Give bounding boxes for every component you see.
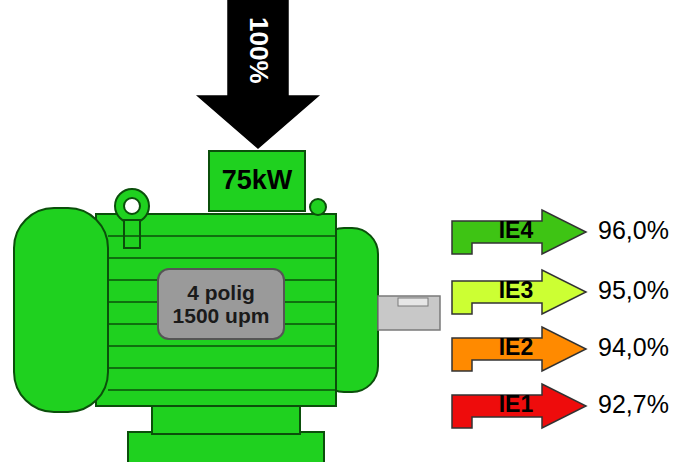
efficiency-value: 95,0% [598,276,669,305]
motor-frame [96,214,336,406]
efficiency-class-arrow-shape [452,327,586,371]
motor-body [14,189,378,462]
efficiency-class-arrow: IE3 [450,269,590,317]
terminal-box-text: 75kW [222,166,293,196]
lifting-eye [115,189,149,223]
efficiency-value: 92,7% [598,390,669,419]
efficiency-class-arrow-shape [452,270,586,314]
motor-shaft [378,296,440,330]
cooling-fins [108,236,336,390]
efficiency-class-arrow: IE2 [450,326,590,374]
boss [310,199,326,215]
efficiency-class-arrow-text: IE1 [499,392,534,417]
power-input-arrow-text: 100% [244,17,273,84]
power-input-arrow: 100% [196,0,320,150]
efficiency-class-arrow: IE4 [450,209,590,257]
fan-cover [14,208,108,412]
terminal-box: 75kW [208,150,306,212]
rating-plate-text: 4 polig 1500 upm [169,281,273,327]
motor-base [128,432,324,462]
rating-plate: 4 polig 1500 upm [157,268,285,340]
efficiency-class-arrow-shape [452,210,586,254]
efficiency-class-arrow-text: IE4 [499,218,534,243]
efficiency-class-arrow-text: IE3 [499,278,534,303]
power-input-arrow-shape [198,0,318,148]
efficiency-value: 96,0% [598,216,669,245]
efficiency-class-arrow-text: IE2 [499,335,534,360]
efficiency-class-arrow-shape [452,384,586,428]
efficiency-class-arrow: IE1 [450,383,590,431]
lifting-eye-post [124,220,140,248]
efficiency-value: 94,0% [598,333,669,362]
lifting-eye-hole [124,198,140,214]
